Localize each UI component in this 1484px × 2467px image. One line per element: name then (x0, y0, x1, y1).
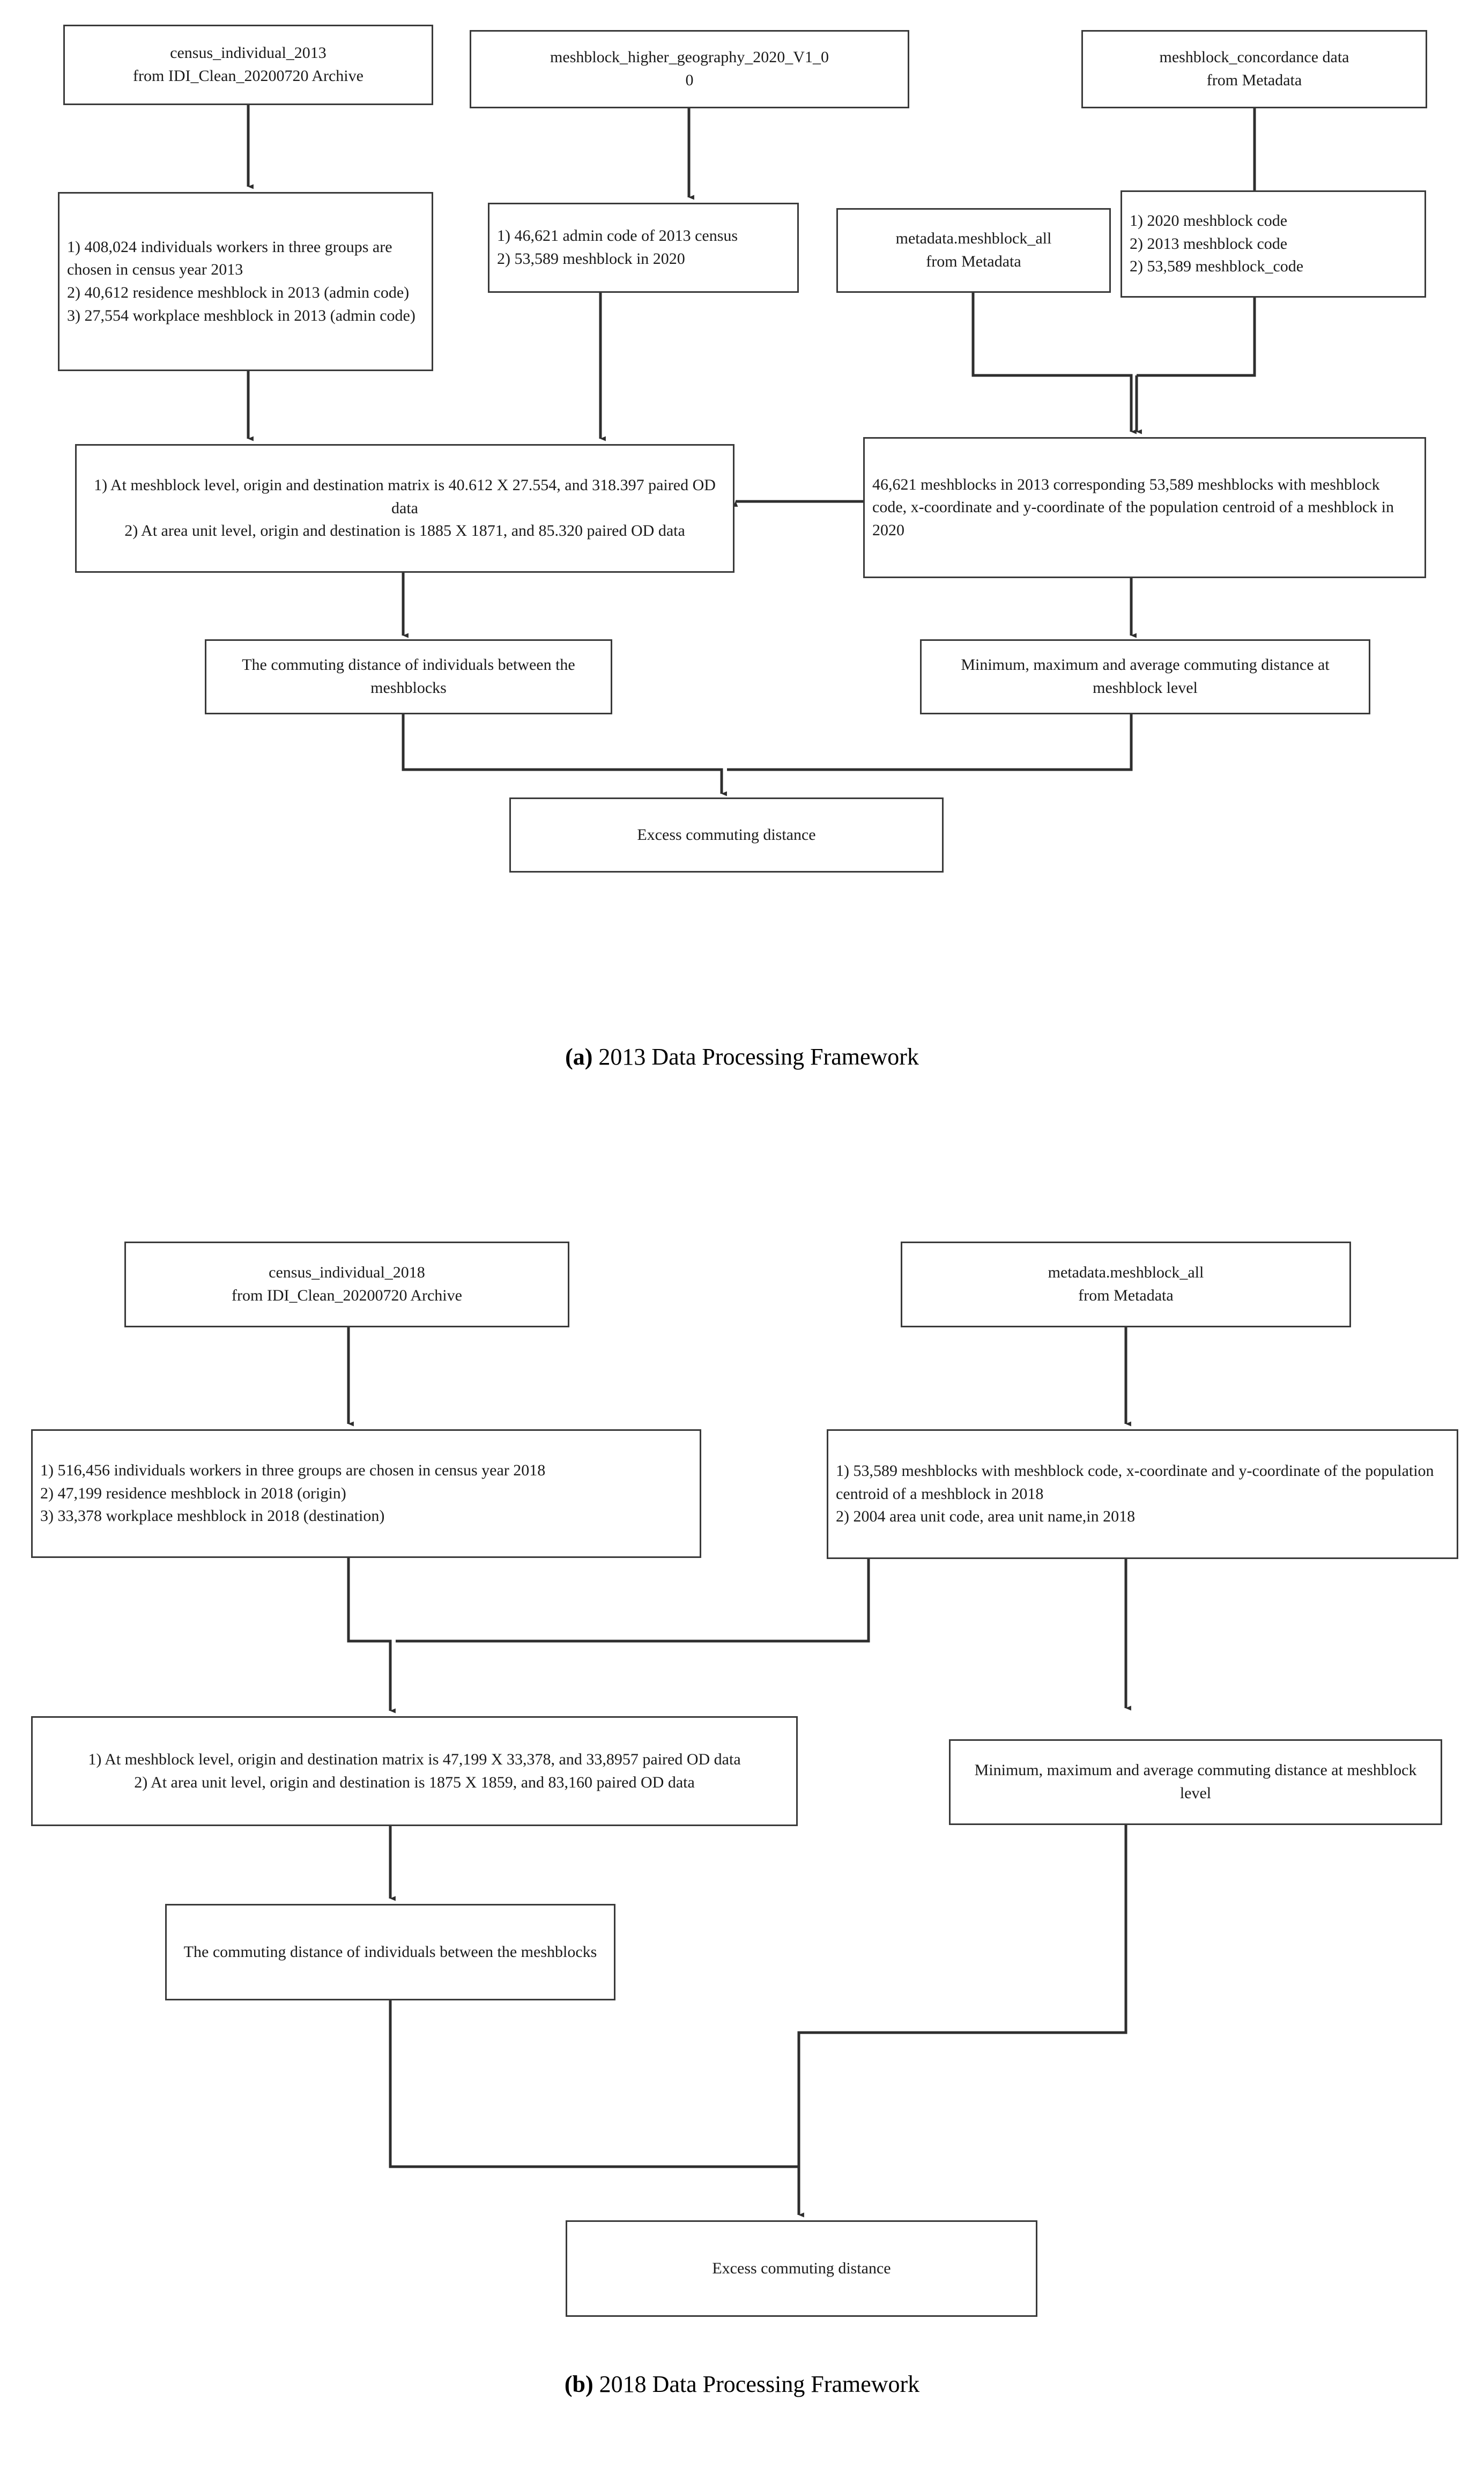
node-b-excess-commuting[interactable]: Excess commuting distance (566, 2220, 1037, 2317)
node-b-metadata-source-text: metadata.meshblock_all from Metadata (1048, 1264, 1204, 1304)
node-a-od-matrix-text: 1) At meshblock level, origin and destin… (94, 476, 716, 540)
node-a-meshblock-geography-source[interactable]: meshblock_higher_geography_2020_V1_0 0 (470, 30, 909, 108)
node-b-commuting-distance-text: The commuting distance of individuals be… (183, 1942, 597, 1961)
node-a-census-source-text: census_individual_2013 from IDI_Clean_20… (133, 44, 363, 85)
caption-panel-b-title: 2018 Data Processing Framework (599, 2371, 920, 2397)
node-a-concordance-codes[interactable]: 1) 2020 meshblock code 2) 2013 meshblock… (1121, 190, 1426, 298)
node-a-concordance-source[interactable]: meshblock_concordance data from Metadata (1081, 30, 1427, 108)
node-a-admin-codes-text: 1) 46,621 admin code of 2013 census 2) 5… (497, 227, 738, 268)
node-a-commuting-distance-text: The commuting distance of individuals be… (242, 656, 575, 697)
node-b-excess-commuting-text: Excess commuting distance (712, 2259, 891, 2277)
node-b-meshblock-attributes[interactable]: 1) 53,589 meshblocks with meshblock code… (827, 1429, 1458, 1559)
node-a-od-matrix[interactable]: 1) At meshblock level, origin and destin… (75, 444, 734, 573)
node-b-metadata-source[interactable]: metadata.meshblock_all from Metadata (901, 1242, 1351, 1327)
node-a-commuting-distance[interactable]: The commuting distance of individuals be… (205, 639, 612, 714)
node-b-minmax-distance[interactable]: Minimum, maximum and average commuting d… (949, 1739, 1442, 1825)
node-a-concordance-source-text: meshblock_concordance data from Metadata (1159, 48, 1349, 89)
node-a-excess-commuting[interactable]: Excess commuting distance (509, 797, 944, 873)
node-a-census-extract-text: 1) 408,024 individuals workers in three … (67, 238, 415, 324)
node-a-excess-commuting-text: Excess commuting distance (637, 825, 816, 844)
node-a-admin-codes[interactable]: 1) 46,621 admin code of 2013 census 2) 5… (488, 203, 799, 293)
node-a-minmax-distance[interactable]: Minimum, maximum and average commuting d… (920, 639, 1370, 714)
node-a-metadata-source[interactable]: metadata.meshblock_all from Metadata (836, 208, 1111, 293)
node-b-meshblock-attributes-text: 1) 53,589 meshblocks with meshblock code… (836, 1462, 1434, 1526)
node-b-census-source-text: census_individual_2018 from IDI_Clean_20… (232, 1264, 462, 1304)
node-a-concordance-codes-text: 1) 2020 meshblock code 2) 2013 meshblock… (1130, 212, 1304, 276)
node-b-census-extract-text: 1) 516,456 individuals workers in three … (40, 1461, 546, 1525)
node-b-commuting-distance[interactable]: The commuting distance of individuals be… (165, 1904, 615, 2000)
node-a-meshblock-geography-source-text: meshblock_higher_geography_2020_V1_0 0 (550, 48, 829, 89)
caption-panel-a: (a) 2013 Data Processing Framework (0, 1043, 1484, 1070)
node-b-od-matrix[interactable]: 1) At meshblock level, origin and destin… (31, 1716, 798, 1826)
node-a-centroid-join[interactable]: 46,621 meshblocks in 2013 corresponding … (863, 437, 1426, 578)
node-a-census-source[interactable]: census_individual_2013 from IDI_Clean_20… (63, 25, 433, 105)
caption-panel-b-label: (b) (564, 2371, 599, 2397)
caption-panel-b: (b) 2018 Data Processing Framework (0, 2370, 1484, 2398)
node-a-metadata-source-text: metadata.meshblock_all from Metadata (895, 230, 1052, 270)
node-b-census-source[interactable]: census_individual_2018 from IDI_Clean_20… (124, 1242, 569, 1327)
node-a-centroid-join-text: 46,621 meshblocks in 2013 corresponding … (872, 475, 1394, 539)
caption-panel-a-label: (a) (565, 1044, 599, 1070)
node-b-minmax-distance-text: Minimum, maximum and average commuting d… (974, 1761, 1417, 1802)
node-b-census-extract[interactable]: 1) 516,456 individuals workers in three … (31, 1429, 701, 1558)
node-a-census-extract[interactable]: 1) 408,024 individuals workers in three … (58, 192, 433, 371)
node-a-minmax-distance-text: Minimum, maximum and average commuting d… (961, 656, 1330, 697)
caption-panel-a-title: 2013 Data Processing Framework (598, 1044, 919, 1070)
node-b-od-matrix-text: 1) At meshblock level, origin and destin… (88, 1750, 741, 1791)
